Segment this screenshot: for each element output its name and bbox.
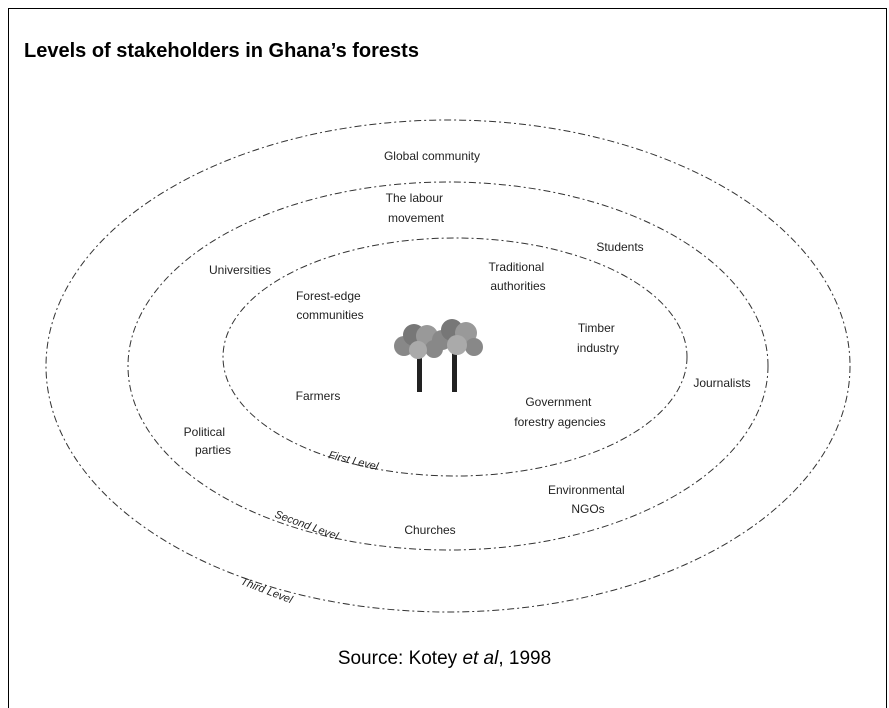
- label-timber-industry: Timber industry: [577, 321, 619, 355]
- source-citation: Source: Kotey et al, 1998: [0, 648, 889, 670]
- label-environmental-ngos-line-1: Environmental: [548, 483, 625, 497]
- label-political-parties-line-2: parties: [195, 443, 231, 457]
- label-timber-industry-line-1: Timber: [578, 321, 615, 335]
- second-level-ellipse: [127, 181, 769, 551]
- label-farmers: Farmers: [296, 389, 341, 403]
- label-timber-industry-line-2: industry: [577, 341, 619, 355]
- label-political-parties-line-1: Political: [184, 425, 225, 439]
- label-churches: Churches: [404, 523, 455, 537]
- label-labour-movement-line-1: The labour: [386, 191, 443, 205]
- label-traditional-authorities-line-1: Traditional: [489, 260, 545, 274]
- label-labour-movement-line-2: movement: [388, 211, 445, 225]
- label-environmental-ngos-line-2: NGOs: [571, 502, 604, 516]
- label-forest-edge-communities-line-2: communities: [296, 308, 363, 322]
- source-suffix: , 1998: [498, 648, 552, 669]
- trees-icon: [394, 319, 483, 392]
- label-government-forestry-agencies-line-2: forestry agencies: [514, 415, 605, 429]
- label-environmental-ngos: Environmental NGOs: [548, 483, 628, 516]
- label-political-parties: Political parties: [184, 425, 231, 457]
- label-forest-edge-communities-line-1: Forest-edge: [296, 289, 361, 303]
- label-third-level: Third Level: [239, 576, 295, 607]
- label-global-community: Global community: [384, 149, 480, 163]
- label-universities: Universities: [209, 263, 271, 277]
- label-second-level: Second Level: [273, 509, 340, 543]
- source-italic: et al: [462, 648, 499, 669]
- label-students: Students: [596, 240, 643, 254]
- label-traditional-authorities: Traditional authorities: [489, 260, 548, 293]
- label-journalists: Journalists: [693, 376, 750, 390]
- third-level-ellipse: [45, 119, 851, 613]
- label-government-forestry-agencies: Government forestry agencies: [514, 395, 605, 429]
- label-traditional-authorities-line-2: authorities: [490, 279, 545, 293]
- source-prefix: Source: Kotey: [337, 648, 463, 669]
- label-first-level: First Level: [327, 449, 380, 473]
- label-government-forestry-agencies-line-1: Government: [525, 395, 592, 409]
- figure-frame: [8, 8, 887, 708]
- first-level-ellipse: [222, 237, 688, 477]
- label-labour-movement: The labour movement: [386, 191, 447, 225]
- label-forest-edge-communities: Forest-edge communities: [296, 289, 364, 322]
- figure-title: Levels of stakeholders in Ghana’s forest…: [24, 40, 419, 62]
